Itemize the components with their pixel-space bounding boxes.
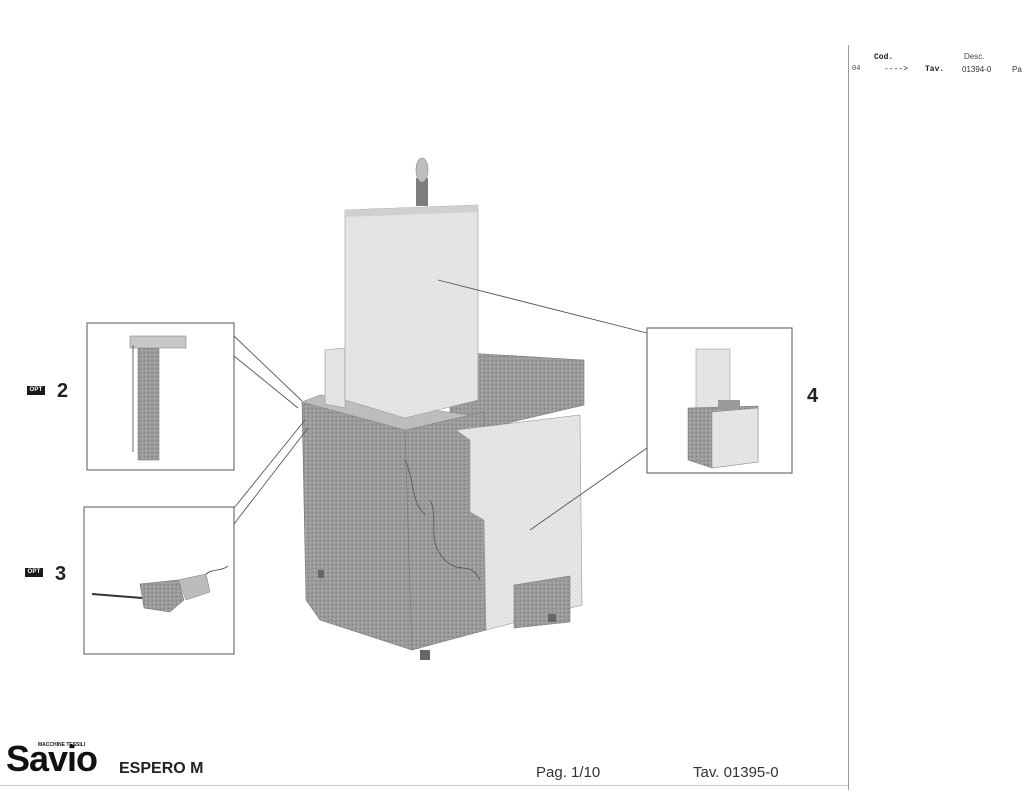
- detail-box-3: [83, 506, 235, 655]
- callout-4[interactable]: 4: [807, 385, 819, 407]
- callout-3[interactable]: 3: [55, 563, 67, 585]
- page-number: Pag. 1/10: [536, 764, 601, 781]
- footer-rule: [0, 785, 848, 786]
- row-desc: Pa: [1012, 65, 1022, 74]
- opt-badge-2: OPT: [27, 386, 45, 395]
- row-code[interactable]: 01394-0: [962, 65, 992, 74]
- row-tav-link[interactable]: Tav.: [925, 65, 945, 74]
- detail-box-2: [86, 322, 235, 471]
- brand-logo: Savio: [6, 738, 98, 779]
- column-divider: [848, 45, 849, 790]
- callout-2[interactable]: 2: [57, 380, 69, 402]
- row-arrow: ---->: [884, 65, 909, 74]
- opt-badge-3: OPT: [25, 568, 43, 577]
- upper-housing: [344, 157, 479, 419]
- table-number: Tav. 01395-0: [693, 764, 779, 781]
- row-number: 04: [852, 65, 861, 73]
- detail-box-4: [646, 327, 793, 474]
- header-desc: Desc.: [964, 52, 985, 61]
- model-name: ESPERO M: [119, 760, 204, 777]
- brand-tagline: MACCHINE TESSILI: [38, 742, 86, 748]
- leader-lines: [233, 279, 648, 531]
- header-cod: Cod.: [874, 53, 894, 62]
